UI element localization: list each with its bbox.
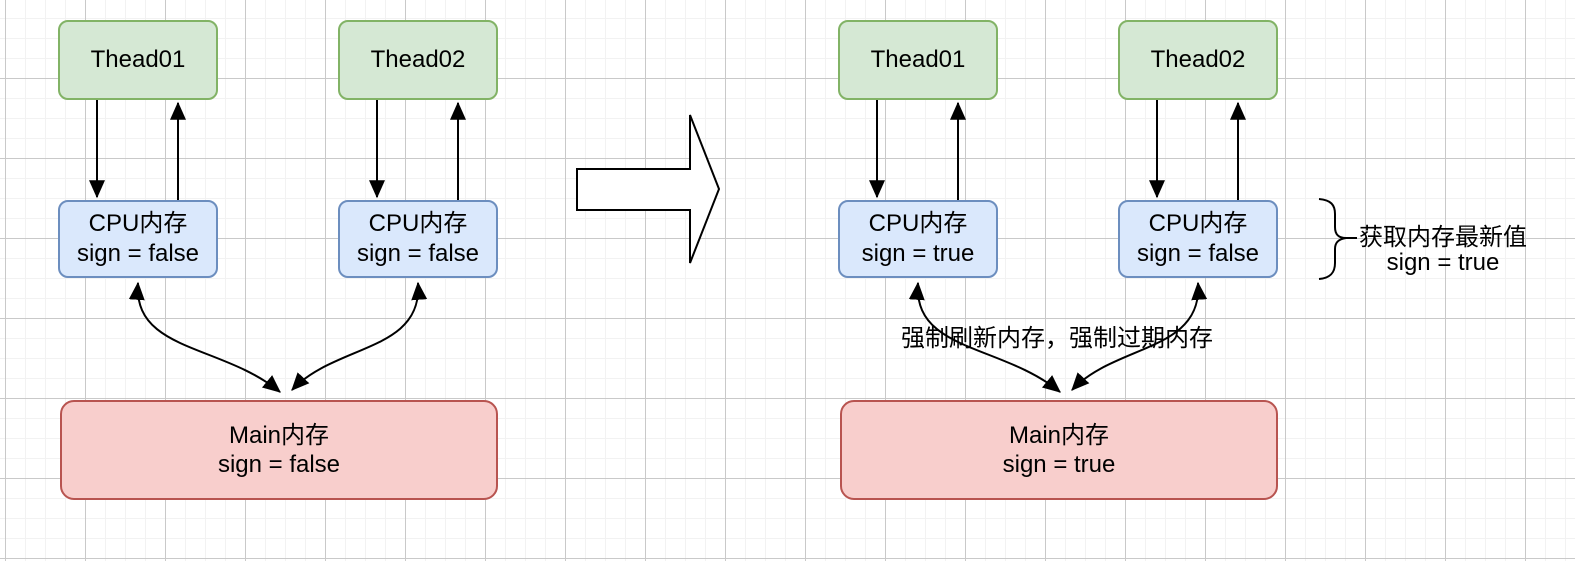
cpu-sign-value: sign = true xyxy=(861,240,975,267)
before-cpu01-main-curve-arrow[interactable] xyxy=(128,281,281,393)
main-sign-value: sign = false xyxy=(217,451,341,478)
before-cpu01-node[interactable]: CPU内存 sign = false xyxy=(58,200,218,278)
cpu-sign-value: sign = false xyxy=(1136,240,1260,267)
after-cpu02-main-curve-arrow[interactable] xyxy=(1071,281,1208,391)
brace-note[interactable]: 获取内存最新值 sign = true xyxy=(1352,225,1534,275)
cpu-sign-value: sign = false xyxy=(356,240,480,267)
after-main-memory-node[interactable]: Main内存 sign = true xyxy=(840,400,1278,500)
main-title: Main内存 xyxy=(228,422,330,449)
thread-label: Thead02 xyxy=(370,46,466,73)
thread-label: Thead01 xyxy=(870,46,966,73)
curly-brace[interactable] xyxy=(1318,198,1347,280)
after-cpu01-main-curve-arrow[interactable] xyxy=(908,281,1061,393)
brace-note-line1: 获取内存最新值 xyxy=(1359,224,1527,251)
after-cpu02-node[interactable]: CPU内存 sign = false xyxy=(1118,200,1278,278)
main-sign-value: sign = true xyxy=(1002,451,1116,478)
thread-label: Thead02 xyxy=(1150,46,1246,73)
after-thread01-node[interactable]: Thead01 xyxy=(838,20,998,100)
cpu-sign-value: sign = false xyxy=(76,240,200,267)
flush-expire-label[interactable]: 强制刷新内存，强制过期内存 xyxy=(901,325,1213,352)
before-cpu02-node[interactable]: CPU内存 sign = false xyxy=(338,200,498,278)
cpu-title: CPU内存 xyxy=(88,210,188,237)
before-cpu02-main-curve-arrow[interactable] xyxy=(291,281,428,391)
before-thread02-node[interactable]: Thead02 xyxy=(338,20,498,100)
cpu-title: CPU内存 xyxy=(368,210,468,237)
transform-arrow[interactable] xyxy=(576,114,721,264)
brace-note-line2: sign = true xyxy=(1386,249,1500,276)
before-main-memory-node[interactable]: Main内存 sign = false xyxy=(60,400,498,500)
thread-label: Thead01 xyxy=(90,46,186,73)
cpu-title: CPU内存 xyxy=(868,210,968,237)
main-title: Main内存 xyxy=(1008,422,1110,449)
after-thread02-node[interactable]: Thead02 xyxy=(1118,20,1278,100)
cpu-title: CPU内存 xyxy=(1148,210,1248,237)
before-thread01-node[interactable]: Thead01 xyxy=(58,20,218,100)
after-cpu01-node[interactable]: CPU内存 sign = true xyxy=(838,200,998,278)
